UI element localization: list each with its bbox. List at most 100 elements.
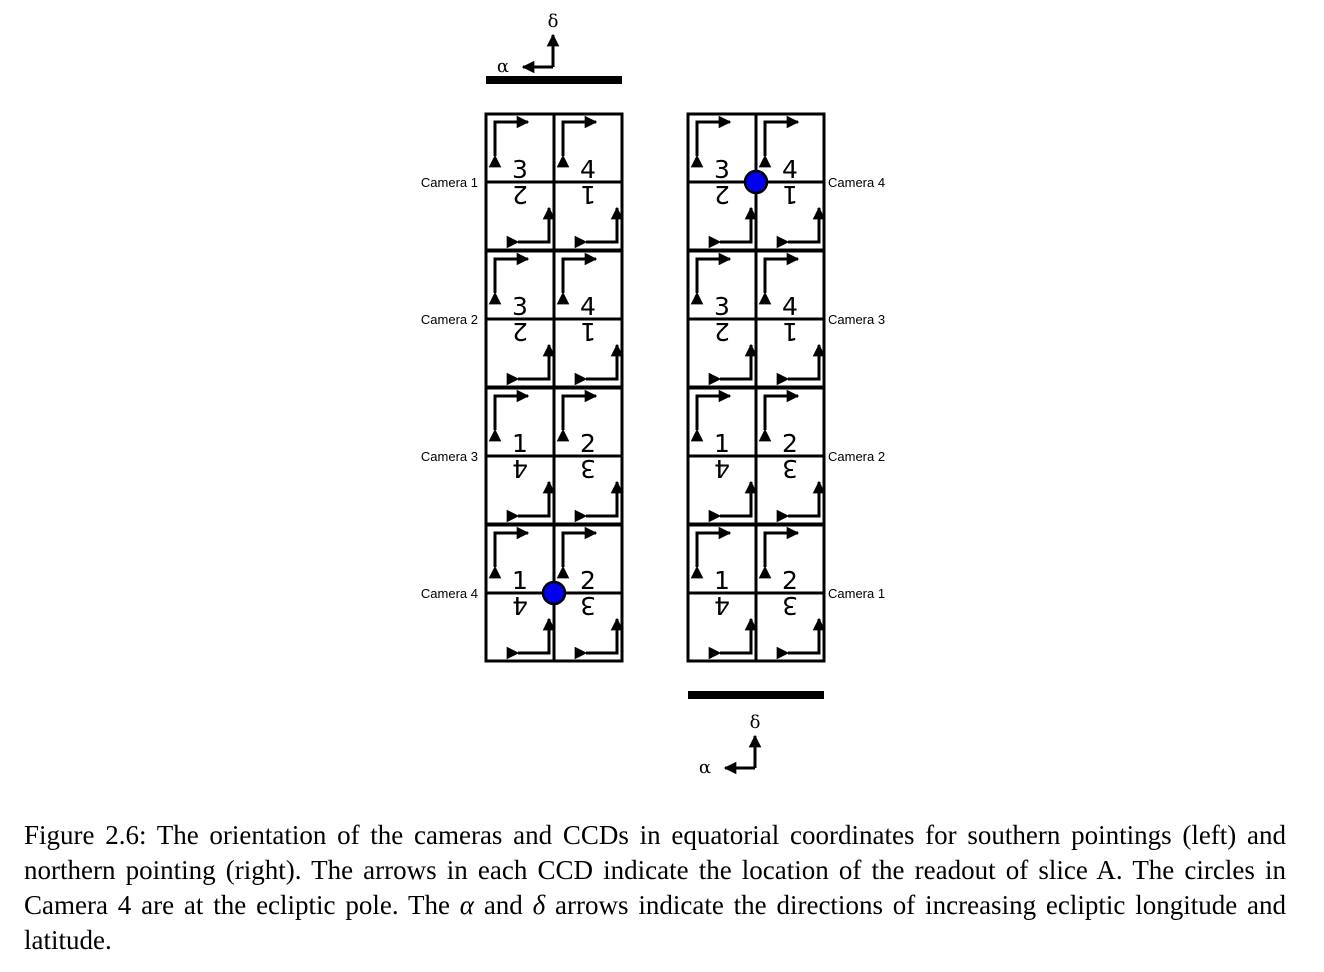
readout-arrow (488, 526, 530, 579)
ecliptic-pole-circle (743, 169, 769, 195)
ccd-number: 4 (714, 454, 730, 483)
camera-label: Camera 2 (828, 449, 885, 464)
readout-arrow (708, 480, 758, 523)
camera-label: Camera 3 (828, 312, 885, 327)
readout-arrow (506, 206, 556, 249)
alpha-label: α (699, 757, 711, 778)
ccd-number: 1 (714, 429, 730, 458)
readout-arrow (776, 480, 826, 523)
readout-arrow (574, 206, 624, 249)
readout-arrow (488, 389, 530, 442)
ccd-number: 1 (714, 566, 730, 595)
camera-block: 1 2 4 3 Camera 4 (421, 523, 624, 663)
ccd-number: 2 (782, 429, 798, 458)
readout-arrow (758, 526, 800, 579)
ccd-number: 1 (512, 566, 528, 595)
camera-block: 3 4 2 1 Camera 1 (421, 112, 624, 252)
readout-arrow (758, 252, 800, 305)
ccd-number: 2 (580, 429, 596, 458)
ccd-number: 4 (512, 454, 528, 483)
readout-arrow (556, 252, 598, 305)
ccd-number: 2 (782, 566, 798, 595)
readout-arrow (758, 389, 800, 442)
readout-arrow (488, 252, 530, 305)
camera-block: 3 4 2 1 Camera 4 (686, 112, 885, 252)
readout-arrow (758, 115, 800, 168)
ccd-number: 4 (512, 591, 528, 620)
delta-label: δ (750, 712, 761, 733)
camera-label: Camera 4 (421, 586, 478, 601)
ccd-number: 4 (782, 292, 798, 321)
camera-label: Camera 2 (421, 312, 478, 327)
ccd-number: 1 (580, 180, 596, 209)
caption-text-2: arrows indicate the directions of increa… (24, 890, 1287, 955)
ccd-number: 4 (714, 591, 730, 620)
ccd-number: 3 (714, 155, 730, 184)
ccd-number: 2 (512, 317, 528, 346)
caption-alpha: α (459, 890, 474, 920)
camera-block: 1 2 4 3 Camera 2 (686, 386, 885, 526)
readout-arrow (574, 617, 624, 660)
camera-label: Camera 1 (828, 586, 885, 601)
orientation-bar (688, 691, 824, 699)
ccd-number: 3 (512, 292, 528, 321)
readout-arrow (574, 480, 624, 523)
camera-block: 3 4 2 1 Camera 3 (686, 249, 885, 389)
orientation-bar (486, 76, 622, 84)
ecliptic-pole-circle (541, 580, 567, 606)
readout-arrow (556, 389, 598, 442)
readout-arrow (776, 617, 826, 660)
ccd-number: 2 (714, 317, 730, 346)
camera-label: Camera 1 (421, 175, 478, 190)
camera-block: 3 4 2 1 Camera 2 (421, 249, 624, 389)
ccd-number: 3 (512, 155, 528, 184)
ccd-number: 2 (580, 566, 596, 595)
ccd-number: 4 (580, 292, 596, 321)
delta-label: δ (548, 11, 559, 32)
alpha-delta-axes: αδ (497, 11, 560, 77)
readout-arrow (776, 343, 826, 386)
readout-arrow (708, 617, 758, 660)
ccd-number: 3 (782, 591, 798, 620)
camera-block: 1 2 4 3 Camera 1 (686, 523, 885, 663)
readout-arrow (708, 206, 758, 249)
alpha-label: α (497, 56, 509, 77)
readout-arrow (574, 343, 624, 386)
camera-label: Camera 4 (828, 175, 885, 190)
figure-caption: Figure 2.6: The orientation of the camer… (24, 818, 1286, 958)
caption-text-1: The orientation of the cameras and CCDs … (24, 820, 1286, 920)
readout-arrow (776, 206, 826, 249)
ccd-number: 1 (782, 180, 798, 209)
readout-arrow (556, 115, 598, 168)
ccd-number: 3 (714, 292, 730, 321)
readout-arrow (690, 115, 732, 168)
ccd-number: 1 (782, 317, 798, 346)
ccd-number: 1 (512, 429, 528, 458)
caption-prefix: Figure 2.6: (24, 820, 147, 850)
readout-arrow (506, 480, 556, 523)
ccd-number: 3 (782, 454, 798, 483)
readout-arrow (690, 526, 732, 579)
readout-arrow (556, 526, 598, 579)
ccd-number: 3 (580, 454, 596, 483)
ccd-number: 4 (782, 155, 798, 184)
camera-block: 1 2 4 3 Camera 3 (421, 386, 624, 526)
readout-arrow (506, 617, 556, 660)
ccd-number: 3 (580, 591, 596, 620)
alpha-delta-axes: αδ (699, 712, 762, 778)
ccd-number: 2 (714, 180, 730, 209)
readout-arrow (506, 343, 556, 386)
readout-arrow (690, 252, 732, 305)
camera-label: Camera 3 (421, 449, 478, 464)
ccd-number: 1 (580, 317, 596, 346)
caption-and: and (483, 890, 523, 920)
ccd-number: 4 (580, 155, 596, 184)
ccd-number: 2 (512, 180, 528, 209)
caption-delta: δ (532, 890, 546, 920)
readout-arrow (690, 389, 732, 442)
readout-arrow (488, 115, 530, 168)
readout-arrow (708, 343, 758, 386)
